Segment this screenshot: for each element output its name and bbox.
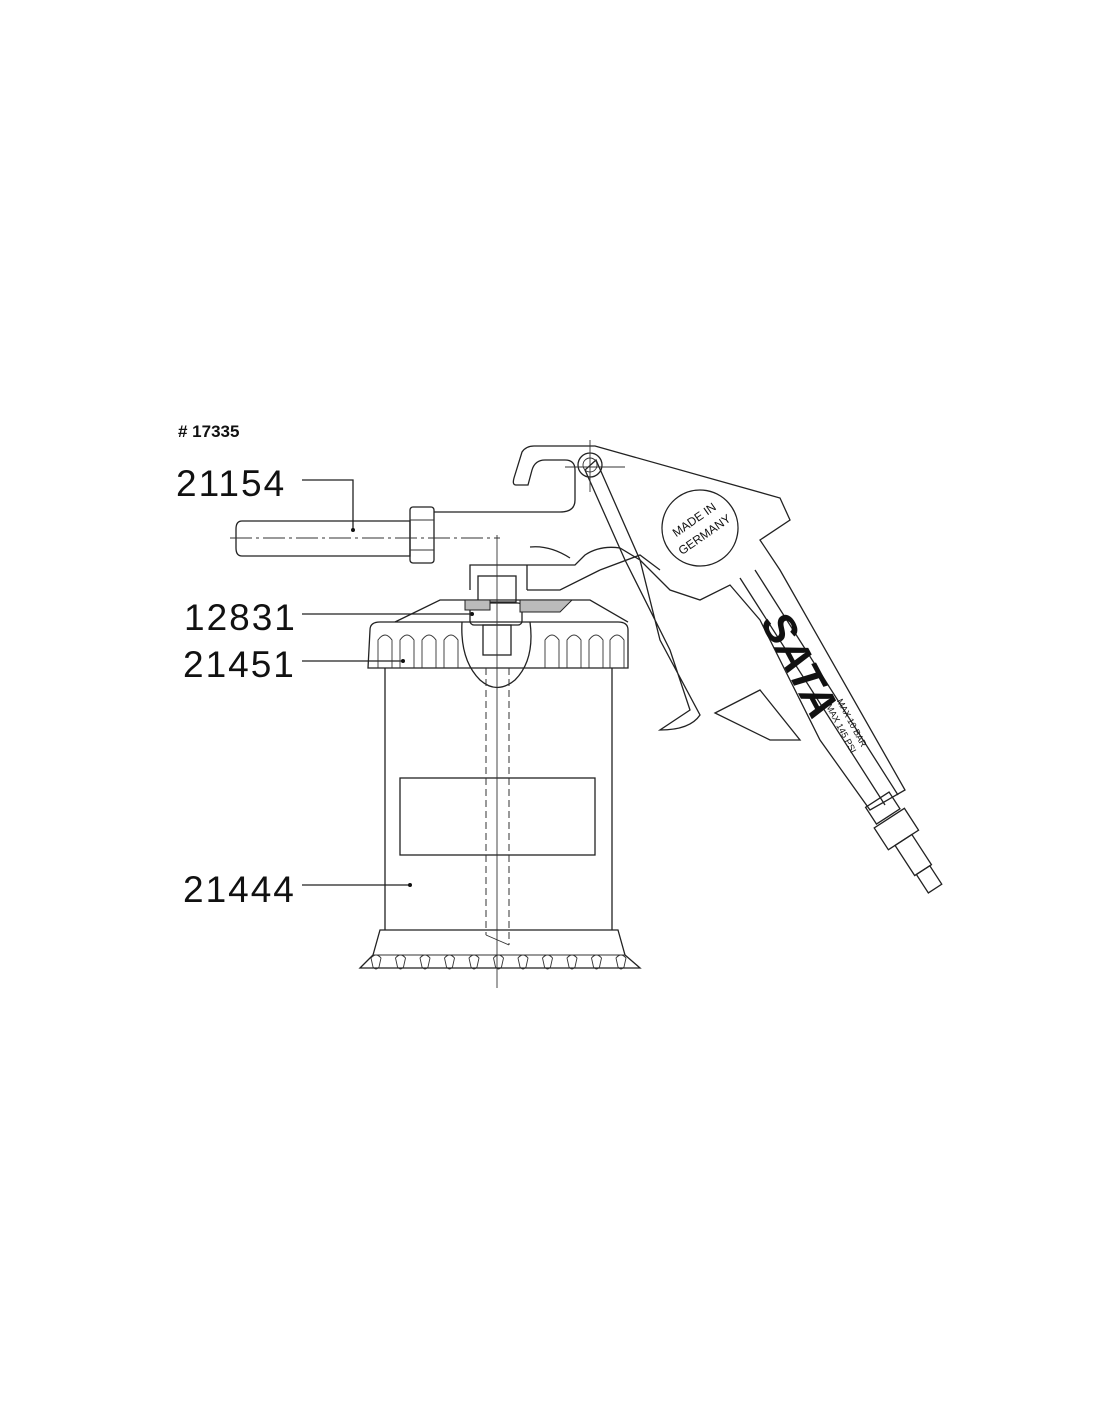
gun-body: [434, 440, 906, 811]
made-in-germany-stamp: MADE IN GERMANY: [661, 489, 739, 567]
cap-rib: [609, 634, 625, 668]
cap-rib: [377, 634, 393, 668]
base-hole: [395, 954, 406, 970]
cap-rib: [399, 634, 415, 668]
cap-rib: [588, 634, 604, 668]
part-label-21451[interactable]: 21451: [183, 644, 296, 685]
air-connector: [864, 791, 943, 894]
base-hole: [566, 954, 578, 970]
nozzle-pipe: [230, 506, 500, 564]
cap-rib: [544, 634, 560, 668]
part-label-21154[interactable]: 21154: [176, 463, 286, 504]
base-hole: [444, 954, 455, 970]
base-hole: [468, 954, 480, 970]
base-hole: [370, 954, 382, 970]
base-hole: [493, 954, 504, 970]
base-hole: [615, 954, 627, 970]
reference-number: # 17335: [178, 422, 239, 441]
base-hole: [591, 954, 602, 970]
paint-cup: [358, 535, 642, 988]
cap-rib: [443, 634, 459, 668]
cap-rib: [566, 634, 582, 668]
cup-lid: [367, 575, 629, 689]
base-hole: [542, 954, 553, 970]
cap-rib: [421, 634, 437, 668]
base-hole: [517, 954, 529, 970]
pressure-rating: MAX 10 BAR MAX 145 PSI: [824, 697, 869, 755]
leader-lines: [302, 479, 474, 887]
base-hole: [419, 954, 431, 970]
part-label-21444[interactable]: 21444: [183, 869, 296, 910]
part-label-12831[interactable]: 12831: [184, 597, 297, 638]
